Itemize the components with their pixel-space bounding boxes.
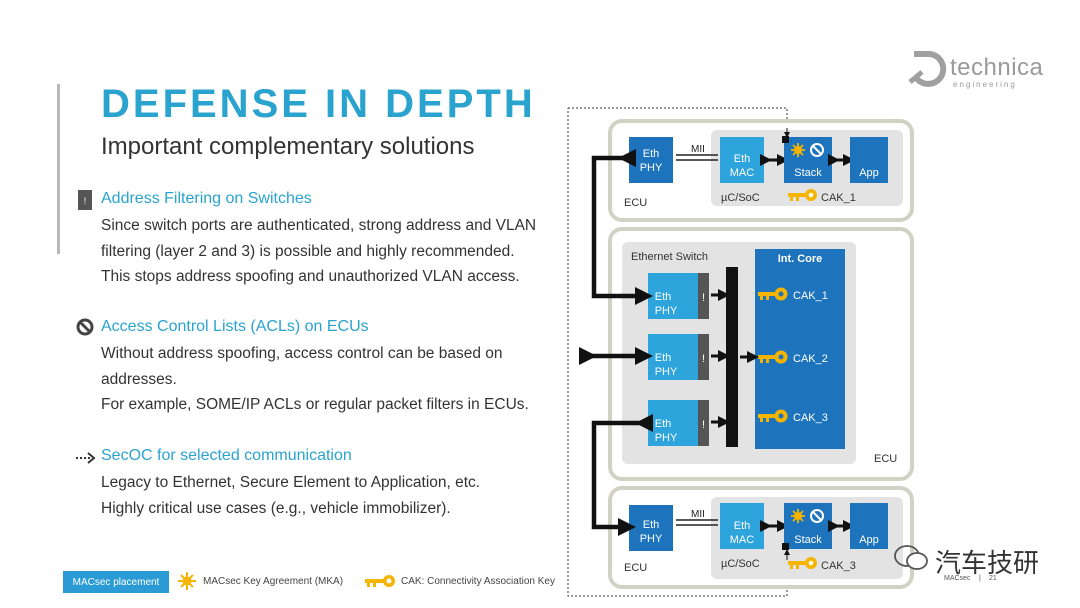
no-entry-icon xyxy=(810,143,824,157)
cak-key-icon xyxy=(758,350,788,364)
cak3-label-switch: CAK_3 xyxy=(793,412,828,424)
switch-backplane xyxy=(726,267,738,447)
body-line: Highly critical use cases (e.g., vehicle… xyxy=(101,499,451,517)
macsec-placement-marker xyxy=(782,543,789,550)
mka-sun-icon xyxy=(791,143,805,157)
legend-mka-text: MACsec Key Agreement (MKA) xyxy=(203,576,344,587)
eth-phy-text: Eth xyxy=(655,352,672,364)
soc-label: µC/SoC xyxy=(721,192,760,204)
section-heading-acl: Access Control Lists (ACLs) on ECUs xyxy=(101,318,369,335)
port-filter-3 xyxy=(698,400,709,446)
eth-mac-text: Eth xyxy=(734,520,751,532)
cak-key-icon xyxy=(758,287,788,301)
stack-block-top xyxy=(784,137,832,183)
footer-page-number: 21 xyxy=(989,575,997,582)
stack-block-bottom xyxy=(784,503,832,549)
eth-phy-text: Eth xyxy=(643,519,660,531)
section-heading-secoc: SecOC for selected communication xyxy=(101,447,352,464)
no-entry-icon xyxy=(810,509,824,523)
section-body-address-filtering: Since switch ports are authenticated, st… xyxy=(101,213,536,290)
accent-bar xyxy=(57,84,60,254)
svg-text:!: ! xyxy=(84,196,87,206)
cak2-label: CAK_2 xyxy=(793,353,828,365)
cak-key-icon xyxy=(758,409,788,423)
body-line: This stops address spoofing and unauthor… xyxy=(101,268,520,285)
body-line: Legacy to Ethernet, Secure Element to Ap… xyxy=(101,474,481,491)
no-entry-icon xyxy=(76,318,94,341)
exclamation-icon: ! xyxy=(78,190,92,215)
section-heading-address-filtering: Address Filtering on Switches xyxy=(101,190,312,207)
exclamation-icon: ! xyxy=(702,419,705,431)
eth-phy-text: PHY xyxy=(640,533,663,545)
app-block-bottom xyxy=(850,503,888,549)
eth-phy-port-2 xyxy=(648,334,698,380)
exclamation-icon: ! xyxy=(702,292,705,304)
wechat-icon xyxy=(893,544,929,577)
link-port3-ecu3 xyxy=(591,414,653,536)
eth-phy-text: PHY xyxy=(655,432,678,444)
body-line: For example, SOME/IP ACLs or regular pac… xyxy=(101,396,529,413)
mka-sun-icon xyxy=(178,572,196,590)
mii-label: MII xyxy=(691,509,705,520)
port-filter-1 xyxy=(698,273,709,319)
section-body-acl: Without address spoofing, access control… xyxy=(101,341,529,418)
footer-separator: | xyxy=(979,575,981,582)
dotted-arrow-icon xyxy=(75,451,97,470)
int-core-label: Int. Core xyxy=(778,253,823,265)
eth-mac-block-top xyxy=(720,137,764,183)
eth-mac-block-bottom xyxy=(720,503,764,549)
watermark-text: 汽车技研 xyxy=(935,548,1040,578)
stack-text: Stack xyxy=(794,534,822,546)
switch-label: Ethernet Switch xyxy=(631,251,708,263)
logo-name: technica xyxy=(950,54,1044,81)
ecu-label-switch: ECU xyxy=(874,453,897,465)
cak3-label: CAK_3 xyxy=(821,560,856,572)
body-line: filtering (layer 2 and 3) is possible an… xyxy=(101,242,515,260)
eth-phy-text: Eth xyxy=(643,148,660,160)
exclamation-icon: ! xyxy=(702,353,705,365)
eth-phy-text: PHY xyxy=(655,366,678,378)
eth-phy-port-3 xyxy=(648,400,698,446)
page-subtitle: Important complementary solutions xyxy=(101,133,475,160)
macsec-placement-marker xyxy=(782,136,789,143)
cak-key-icon xyxy=(788,557,817,569)
body-line: Without address spoofing, access control… xyxy=(101,345,503,362)
legend-macsec-placement: MACsec placement xyxy=(63,571,169,593)
app-text: App xyxy=(859,534,879,546)
eth-phy-text: Eth xyxy=(655,418,672,430)
body-line: addresses. xyxy=(101,370,177,388)
eth-phy-text: PHY xyxy=(655,305,678,317)
cak1-label: CAK_1 xyxy=(821,192,856,204)
ecu-label-bottom: ECU xyxy=(624,562,647,574)
body-line: Since switch ports are authenticated, st… xyxy=(101,217,537,234)
eth-phy-text: PHY xyxy=(640,162,663,174)
port-filter-2 xyxy=(698,334,709,380)
app-block-top xyxy=(850,137,888,183)
eth-mac-text: Eth xyxy=(734,153,751,165)
eth-phy-text: Eth xyxy=(655,291,672,303)
eth-mac-text: MAC xyxy=(730,167,755,179)
eth-mac-text: MAC xyxy=(730,534,755,546)
logo-subtext: engineering xyxy=(953,80,1017,89)
section-body-secoc: Legacy to Ethernet, Secure Element to Ap… xyxy=(101,470,480,521)
legend-cak-text: CAK: Connectivity Association Key xyxy=(401,576,555,587)
mka-sun-icon xyxy=(791,509,805,523)
ecu-label-top: ECU xyxy=(624,197,647,209)
stack-text: Stack xyxy=(794,167,822,179)
footer-topic: MACsec xyxy=(944,575,971,582)
mii-label: MII xyxy=(691,144,705,155)
link-ecu1-port1 xyxy=(591,149,653,305)
cak-key-icon xyxy=(365,575,395,587)
eth-phy-block-top xyxy=(629,137,673,183)
technica-logo-icon xyxy=(908,51,947,87)
cak1-label-switch: CAK_1 xyxy=(793,290,828,302)
cak-key-icon xyxy=(788,189,817,201)
page-title: DEFENSE IN DEPTH xyxy=(101,82,536,126)
soc-label: µC/SoC xyxy=(721,558,760,570)
eth-phy-port-1 xyxy=(648,273,698,319)
app-text: App xyxy=(859,167,879,179)
